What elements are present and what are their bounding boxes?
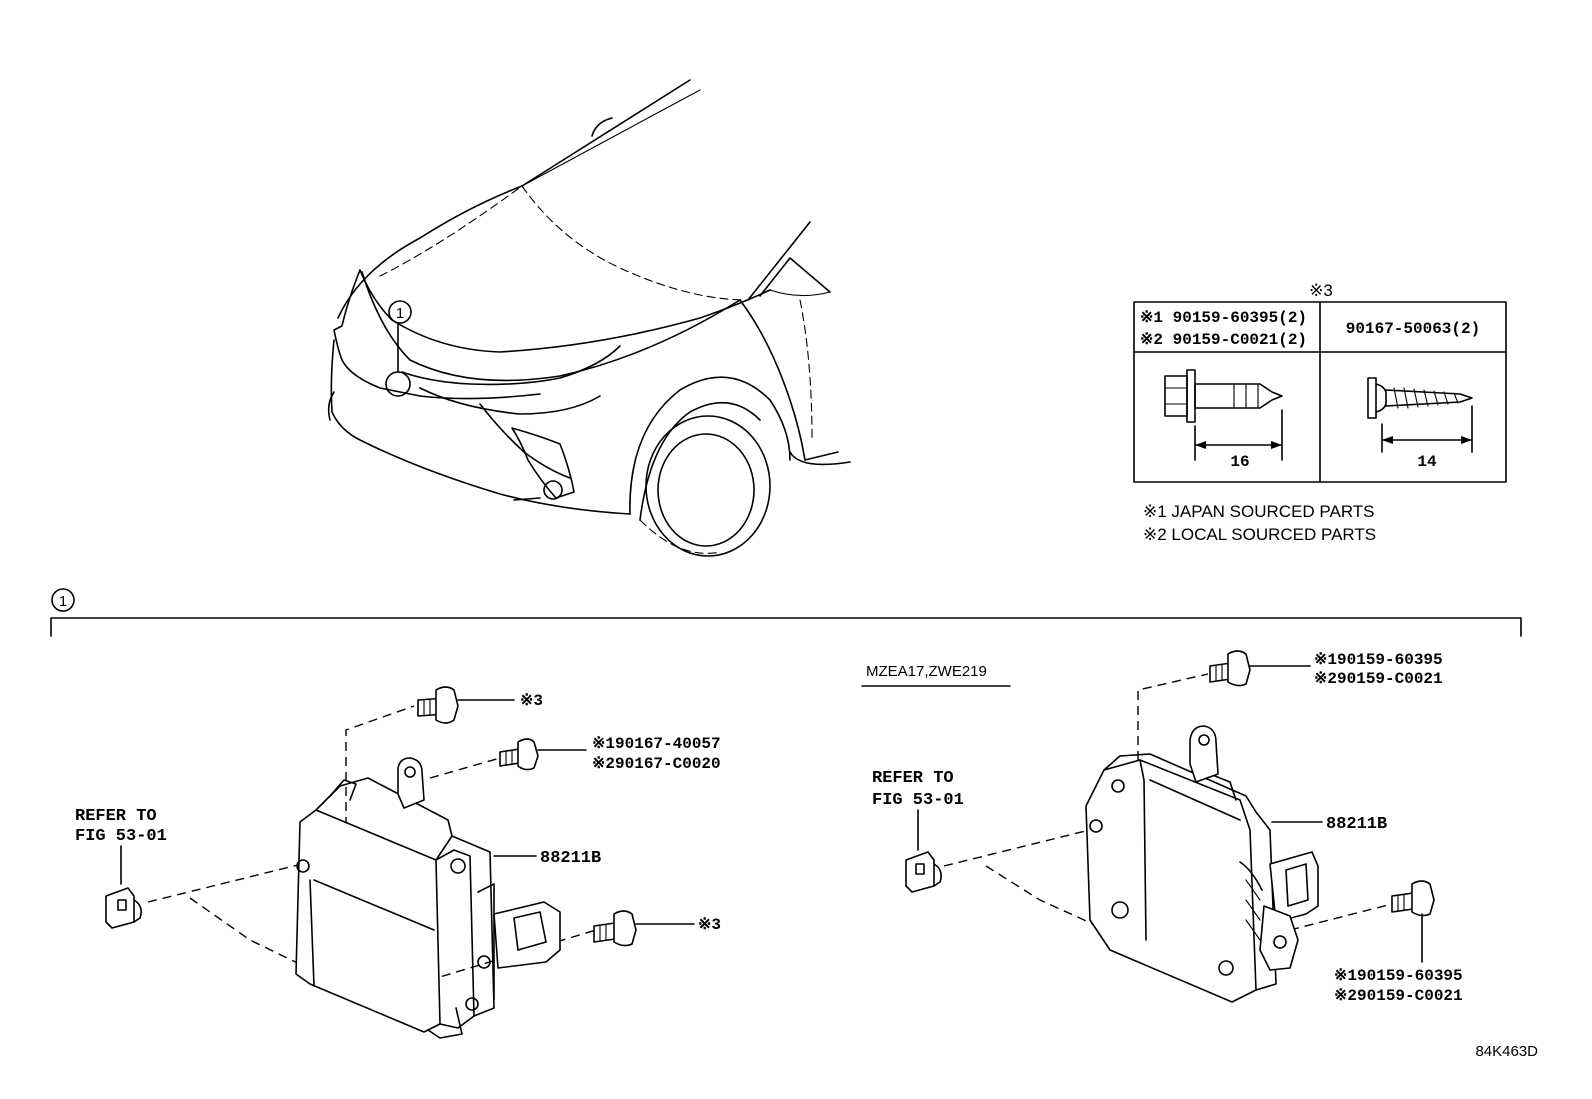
left-mid-bolt-label-1: ※190167-40057 [592,735,721,753]
spec-col2-line1: 90167-50063(2) [1346,320,1480,338]
spec-col1-line1: ※1 90159-60395(2) [1140,309,1307,327]
left-refer-line2: FIG 53-01 [75,827,167,846]
right-refer-line2: FIG 53-01 [872,791,964,810]
left-mid-bolt-label-2: ※290167-C0020 [592,755,721,773]
flange-bolt-icon: 16 [1164,369,1283,471]
left-top-bolt-icon [417,686,459,724]
spec-col1-line2: ※2 90159-C0021(2) [1140,331,1307,349]
right-top-bolt-label-2: ※290159-C0021 [1314,670,1443,688]
callout-number: 1 [396,305,404,322]
left-part-label: 88211B [540,849,601,868]
right-bottom-bolt-icon [1391,880,1435,917]
figure-code: 84K463D [1475,1043,1538,1060]
right-sensor-assembly: MZEA17,ZWE219 REFER TO FIG 53-01 [861,650,1463,1005]
right-refer-line1: REFER TO [872,769,954,788]
right-top-bolt-icon [1209,650,1251,687]
section-marker-number: 1 [59,593,67,610]
right-clip-icon [905,851,942,893]
model-code-label: MZEA17,ZWE219 [866,663,987,680]
left-radar-sensor-88211b [295,757,561,1039]
note-japan-sourced: ※1 JAPAN SOURCED PARTS [1143,502,1375,521]
left-mid-bolt-icon [499,738,539,771]
left-top-bolt-label: ※3 [520,692,543,710]
right-top-bolt-label-1: ※190159-60395 [1314,651,1443,669]
left-refer-line1: REFER TO [75,807,157,826]
dimension-14: 14 [1417,453,1437,471]
left-bottom-bolt-label: ※3 [698,916,721,934]
spec-table-header: ※3 [1309,281,1333,300]
left-sensor-assembly: REFER TO FIG 53-01 [75,686,721,1039]
right-radar-sensor-88211b [1085,725,1319,1003]
left-clip-icon [105,887,142,929]
right-bottom-bolt-label-1: ※190159-60395 [1334,967,1463,985]
dimension-16: 16 [1230,453,1249,471]
right-bottom-bolt-label-2: ※290159-C0021 [1334,987,1463,1005]
note-local-sourced: ※2 LOCAL SOURCED PARTS [1143,525,1376,544]
right-part-label: 88211B [1326,815,1387,834]
left-bottom-bolt-icon [593,910,637,947]
section-bracket: 1 [50,588,1522,637]
car-front-illustration: 1 [327,79,851,557]
fastener-spec-table: ※3 ※1 90159-60395(2) ※2 90159-C0021(2) 9… [1133,281,1507,544]
tapping-screw-icon: 14 [1367,377,1473,471]
